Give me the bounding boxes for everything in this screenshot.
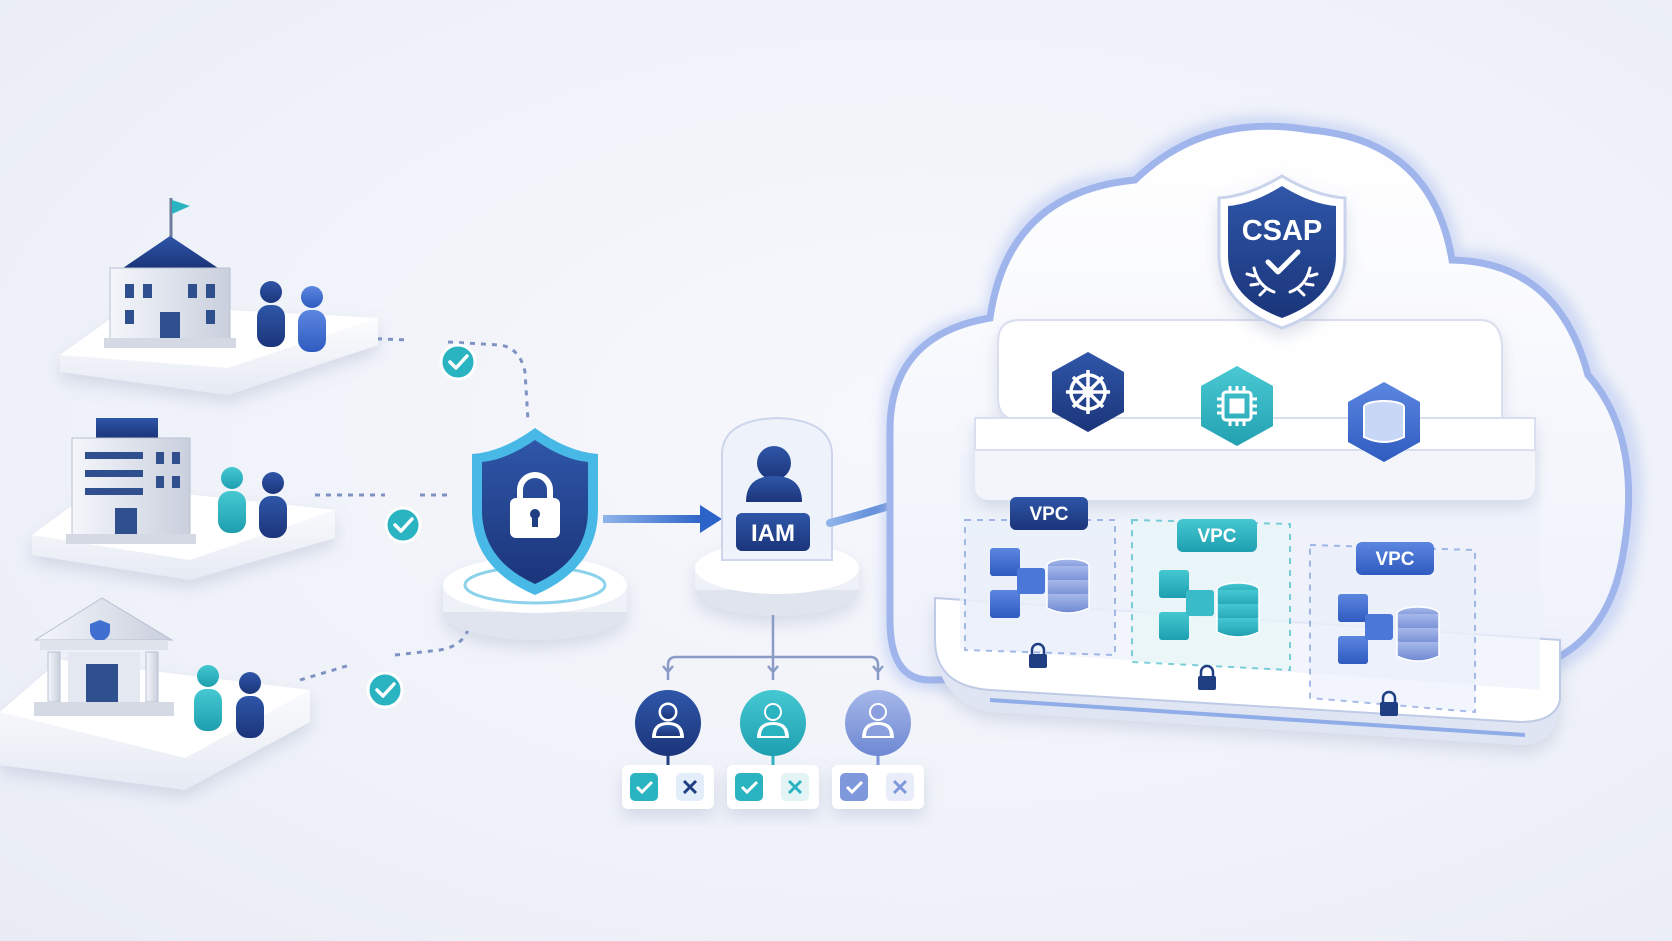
- organization-government: [60, 198, 378, 395]
- user-icon: [862, 703, 894, 738]
- allow-check-icon: [840, 773, 868, 801]
- connection-check-3: [366, 671, 404, 709]
- deny-x-icon: [781, 773, 809, 801]
- bank-building-icon: [33, 597, 174, 716]
- vpc-label: VPC: [1029, 504, 1068, 525]
- compute-blocks-icon: [1338, 594, 1393, 664]
- government-building-flag-icon: [104, 198, 236, 348]
- security-gateway: [443, 428, 627, 640]
- user-pair-icon: [194, 665, 264, 738]
- database-icon: [1363, 400, 1405, 443]
- vpc-zone-1: VPC: [964, 497, 1116, 668]
- role-tree-lines: [662, 615, 884, 680]
- iam-role-3: [832, 690, 924, 809]
- database-stack-icon: [1046, 558, 1090, 614]
- iam-role-2: [727, 690, 819, 809]
- vpc-label: VPC: [1375, 549, 1414, 570]
- service-compute: [1201, 366, 1273, 446]
- padlock-icon: [1380, 690, 1398, 716]
- cloud-environment: CSAP: [881, 115, 1643, 745]
- shield-lock-icon: [472, 428, 598, 595]
- connection-check-1: [439, 343, 477, 381]
- iam-role-1: [622, 690, 714, 809]
- database-stack-icon: [1216, 582, 1260, 638]
- cpu-chip-icon: [1217, 386, 1257, 426]
- allow-check-icon: [630, 773, 658, 801]
- user-icon: [746, 446, 802, 502]
- laurel-icon: [1245, 266, 1319, 297]
- badge-check-icon: [1265, 249, 1301, 275]
- iam-label: IAM: [751, 520, 795, 547]
- iam-node: IAM: [695, 416, 859, 616]
- arrow-gateway-to-iam: [603, 505, 722, 533]
- deny-x-icon: [886, 773, 914, 801]
- padlock-icon: [1198, 664, 1216, 690]
- compute-blocks-icon: [990, 548, 1045, 618]
- service-kubernetes: [1052, 352, 1124, 432]
- csap-shield-badge: CSAP: [1217, 174, 1347, 330]
- service-database: [1348, 382, 1420, 462]
- vpc-label: VPC: [1197, 526, 1236, 547]
- allow-check-icon: [735, 773, 763, 801]
- padlock-icon: [1029, 642, 1047, 668]
- user-icon: [757, 703, 789, 738]
- kubernetes-wheel-icon: [1066, 370, 1110, 414]
- organization-bank: [0, 597, 310, 790]
- csap-label: CSAP: [1242, 215, 1323, 247]
- database-stack-icon: [1396, 606, 1440, 662]
- user-pair-icon: [218, 467, 287, 538]
- organization-office: [32, 418, 335, 580]
- gateway-pedestal: [443, 557, 627, 640]
- connection-check-2: [384, 506, 422, 544]
- user-icon: [652, 702, 684, 738]
- office-building-icon: [66, 418, 196, 544]
- vpc-zone-2: VPC: [1131, 518, 1291, 690]
- compute-blocks-icon: [1159, 570, 1214, 640]
- vpc-zone-3: VPC: [1309, 542, 1476, 716]
- user-pair-icon: [257, 281, 326, 352]
- deny-x-icon: [676, 773, 704, 801]
